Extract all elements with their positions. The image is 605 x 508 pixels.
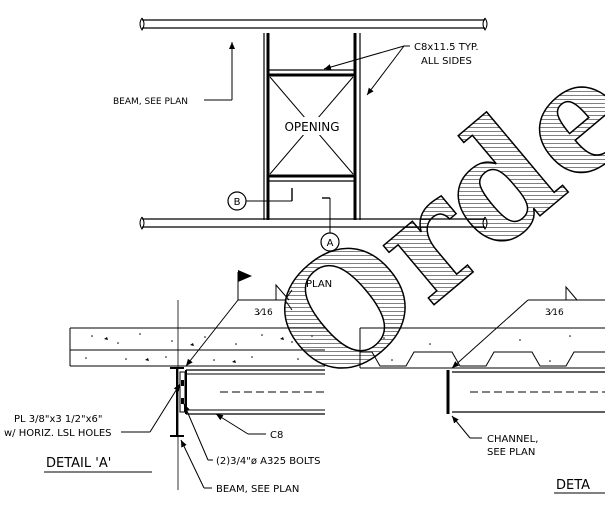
detail-b-callout-line2: SEE PLAN [487,447,535,458]
c8-callout-label: C8 [270,430,283,441]
detail-marker-a [320,197,340,252]
detail-marker-b [227,188,293,211]
detail-b-slab [359,327,605,369]
detail-a-plate [179,371,186,413]
cross-channels [268,69,355,182]
watermark: Orde [239,20,605,420]
channel-callout-leader [323,45,410,96]
detail-a-view: 3⁄16 PLAN PL 3/8"x3 1/2"x6" w/ HORIZ. LS… [4,270,332,495]
detail-b-stipple [383,335,571,362]
detail-a-weld-note: PLAN [306,279,332,290]
watermark-text: Orde [240,21,605,419]
detail-marker-a-label: A [327,238,334,249]
channel-callout-leader-b [451,415,482,439]
plate-callout-line2: w/ HORIZ. LSL HOLES [4,428,112,439]
channel-callout-line1: C8x11.5 TYP. [414,42,479,53]
beam-callout-leader [204,42,235,101]
detail-marker-b-label: B [234,197,241,208]
detail-b-callout-line1: CHANNEL, [487,434,538,445]
detail-b-weld-size: 3⁄16 [545,308,564,318]
concrete-stipple [85,333,313,363]
detail-a-title: DETAIL 'A' [46,456,111,471]
top-beam [139,17,488,31]
right-channel [353,33,361,220]
plan-view: OPENING BEAM, SEE PLAN C8x11.5 TYP. ALL … [113,17,488,252]
opening-label: OPENING [284,120,339,134]
bottom-beam [139,216,488,230]
left-channel [263,33,270,220]
detail-a-beam [170,367,184,437]
c8-callout-leader [215,413,266,435]
channel-callout-line2: ALL SIDES [421,56,472,67]
bolts-callout-label: (2)3/4"ø A325 BOLTS [216,456,320,467]
detail-b-title-partial: DETA [556,478,590,493]
detail-a-weld-symbol [185,270,293,367]
detail-b-view: 3⁄16 CHANNEL, SEE PLAN DETA [359,285,605,494]
plate-callout-leader [121,383,181,433]
plate-callout-line1: PL 3/8"x3 1/2"x6" [14,414,103,425]
bolt-lower [181,398,184,404]
detail-a-channel [185,369,325,415]
detail-a-beam-callout: BEAM, SEE PLAN [216,484,299,495]
detail-a-weld-size: 3⁄16 [254,308,273,318]
detail-b-channel [446,370,605,414]
opening-cross [269,76,354,175]
bolts-callout-leader [183,403,213,461]
detail-b-weld-symbol [451,285,605,369]
bolt-upper [181,380,184,386]
beam-callout-label: BEAM, SEE PLAN [113,97,188,107]
detail-a-slab [69,327,325,367]
beam-callout-leader-a [180,439,212,489]
